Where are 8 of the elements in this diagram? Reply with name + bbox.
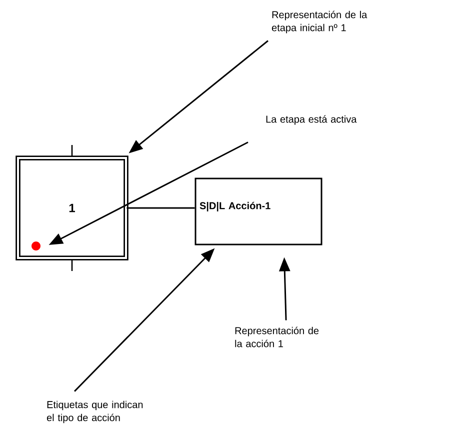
callout-text: Representación de la etapa inicial nº 1	[272, 10, 368, 34]
callout-text: Etiquetas que indican el tipo de acción	[46, 400, 143, 424]
step-box: 1	[16, 156, 128, 260]
action-box: S|D|L Acción-1	[194, 178, 322, 246]
callout-text: Representación de la acción 1	[235, 326, 319, 348]
callout-text: La etapa está activa	[266, 115, 357, 125]
active-dot	[32, 241, 40, 250]
connector-line	[126, 207, 195, 209]
